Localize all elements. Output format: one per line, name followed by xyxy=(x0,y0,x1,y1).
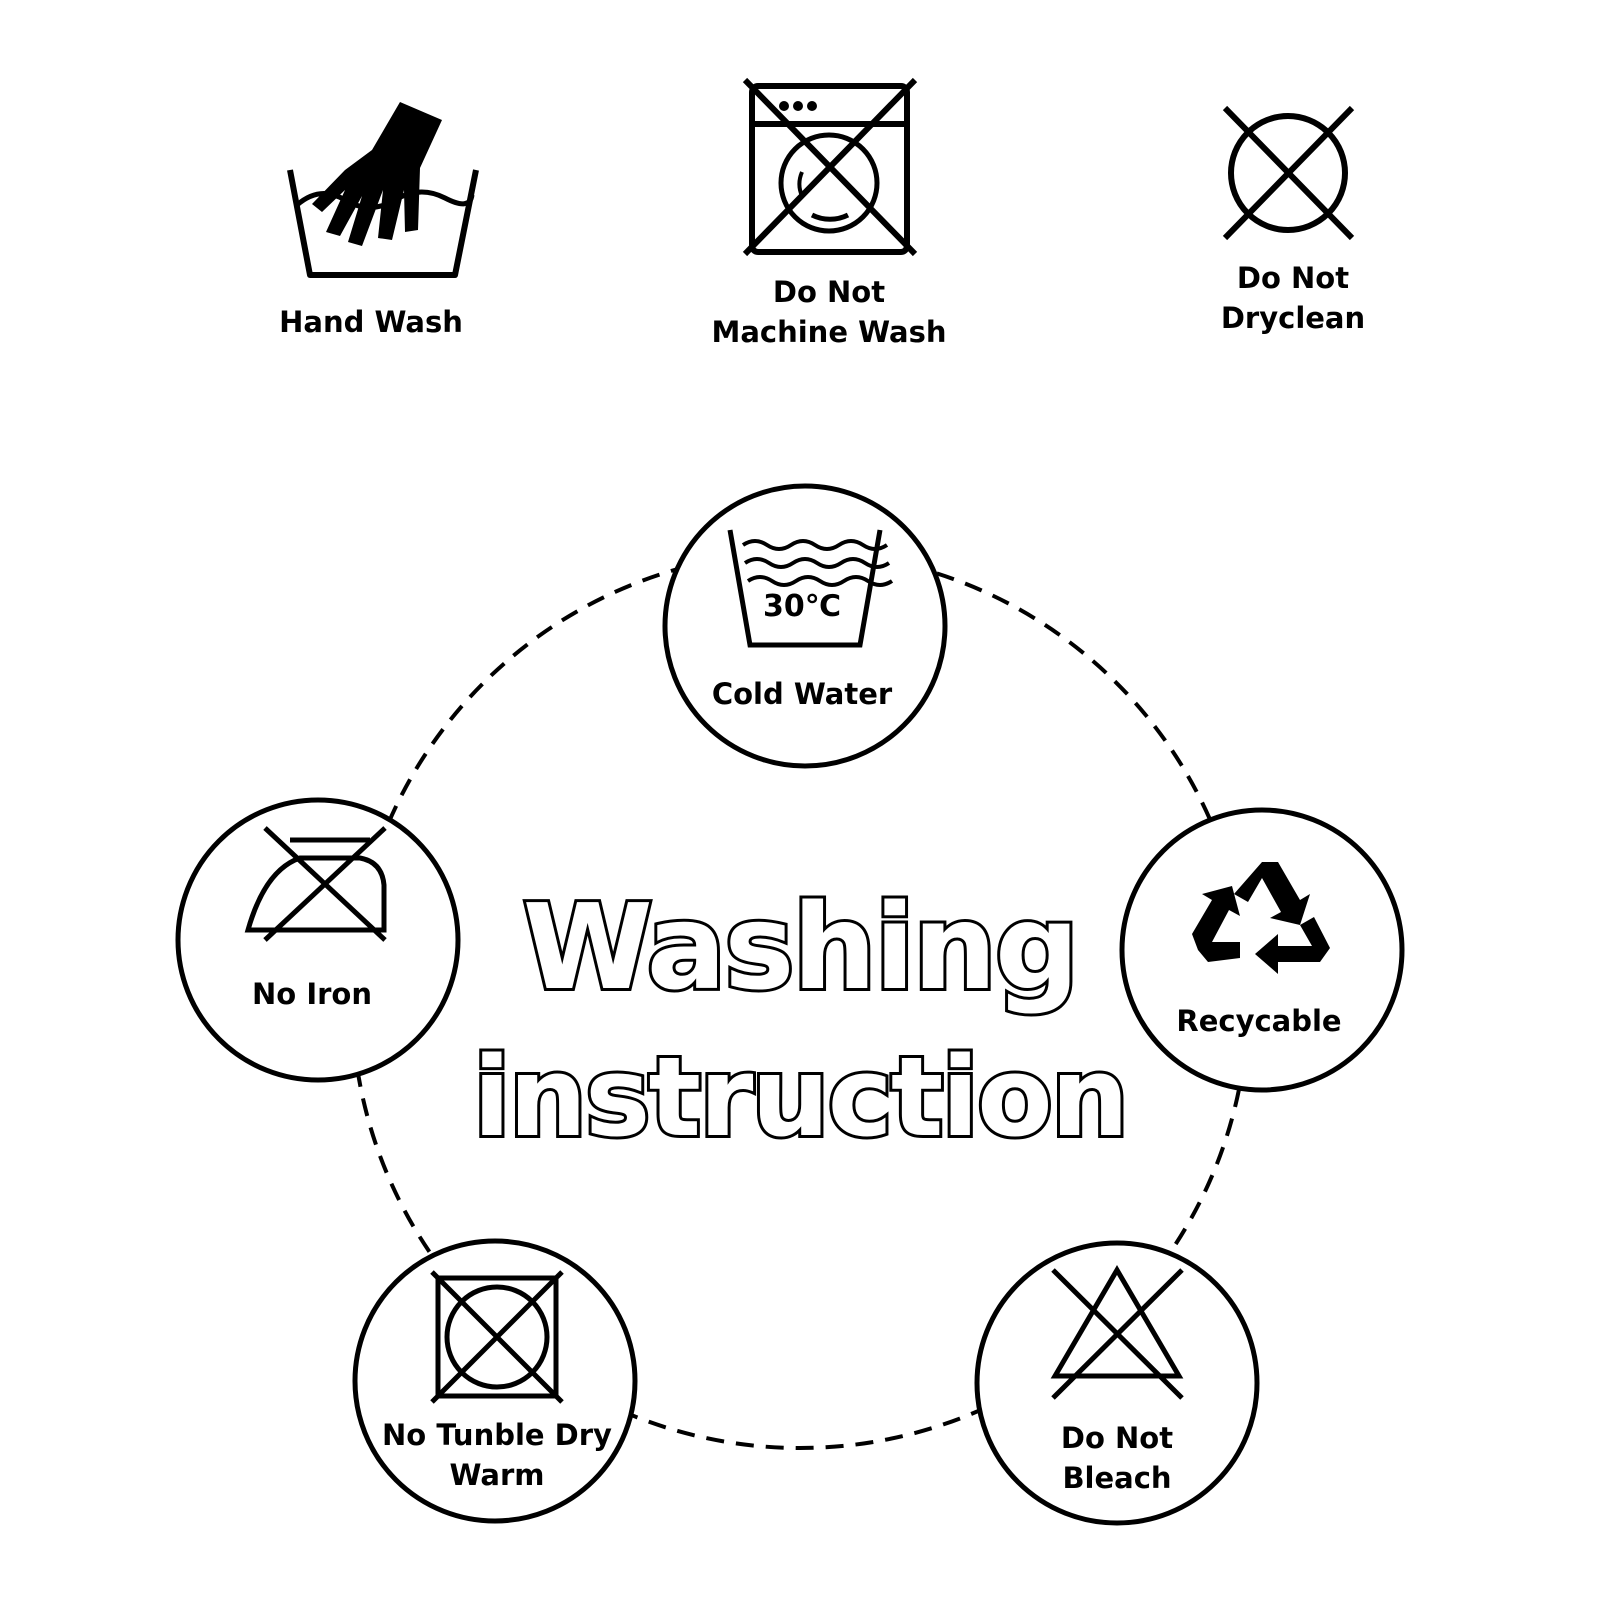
label-no-iron: No Iron xyxy=(252,977,372,1011)
wash-tub-30c-icon xyxy=(727,529,894,648)
node-circle-no-tumble-dry xyxy=(352,1238,638,1524)
label-hand-wash: Hand Wash xyxy=(279,305,463,339)
washing-machine-crossed-icon xyxy=(742,77,918,257)
hand-wash-icon xyxy=(287,102,479,278)
circle-crossed-icon xyxy=(1222,105,1355,241)
node-circle-no-iron xyxy=(175,797,461,1083)
tumble-dry-crossed-icon xyxy=(430,1270,564,1404)
label-temperature: 30℃ xyxy=(762,589,842,624)
label-cold-water: Cold Water xyxy=(711,677,893,711)
node-circle-do-not-bleach xyxy=(974,1240,1260,1526)
title-line-1: Washing xyxy=(520,878,1083,1016)
label-recyclable: Recycable xyxy=(1176,1004,1342,1038)
label-do-not-bleach: Do Not Bleach xyxy=(1060,1421,1174,1495)
iron-crossed-icon xyxy=(244,826,387,942)
label-do-not-dryclean: Do Not Dryclean xyxy=(1220,261,1366,335)
recycle-icon xyxy=(1192,862,1330,974)
triangle-crossed-icon xyxy=(1050,1265,1184,1400)
label-do-not-machine-wash: Do Not Machine Wash xyxy=(711,275,947,349)
node-circle-cold-water xyxy=(662,483,948,769)
title-line-2: instruction xyxy=(470,1030,1132,1164)
label-no-tumble-dry: No Tunble Dry Warm xyxy=(382,1418,612,1492)
